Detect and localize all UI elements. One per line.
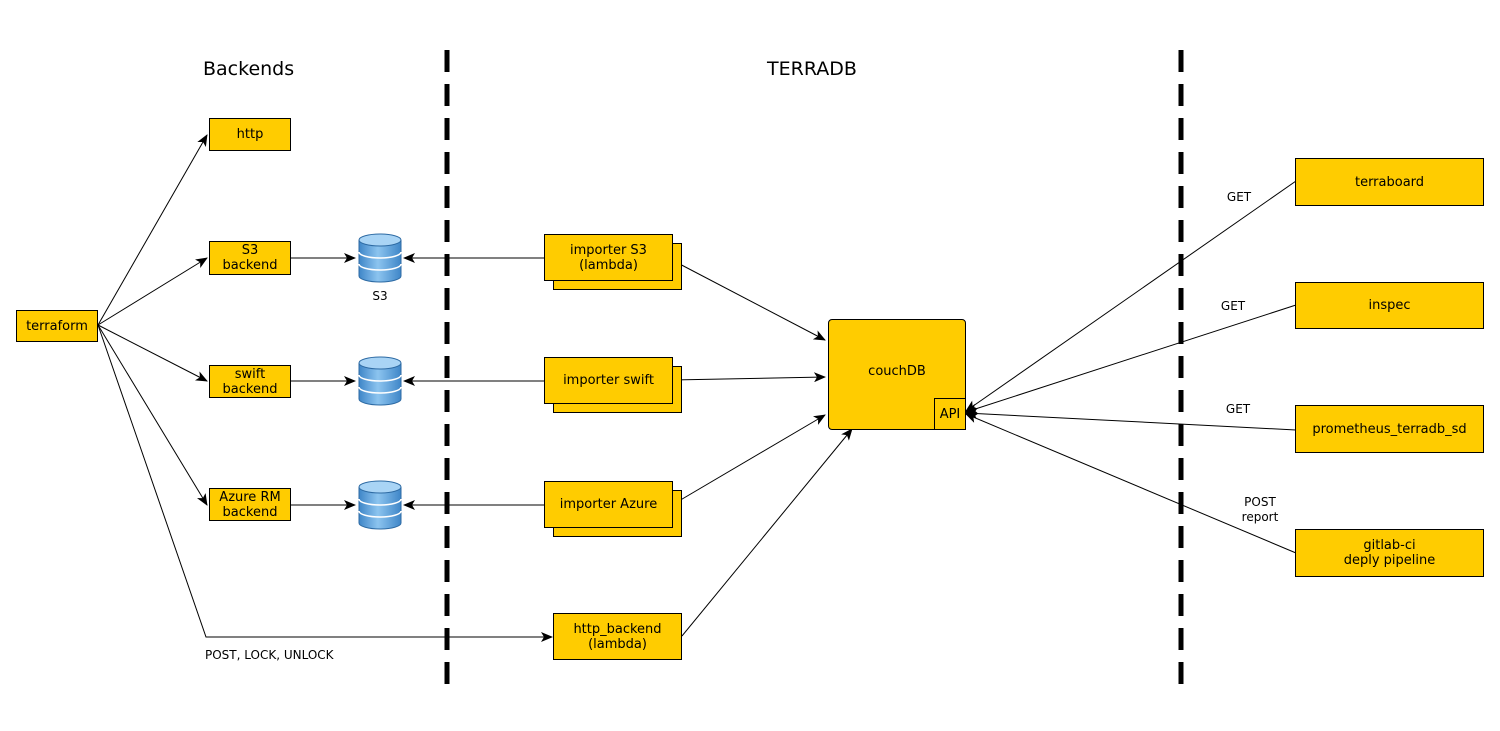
node-s3-backend[interactable]: S3 backend <box>209 241 291 275</box>
database-icon <box>358 356 402 406</box>
node-importer-azure[interactable]: importer Azure <box>544 481 673 528</box>
edge-label-get-inspec: GET <box>1220 299 1246 313</box>
header-backends: Backends <box>203 58 295 80</box>
edge-importer-s3-couch <box>671 259 826 341</box>
edge-terraform-http-backend <box>97 324 553 642</box>
edge-terraform-s3 <box>97 257 208 326</box>
node-importer-s3[interactable]: importer S3 (lambda) <box>544 234 673 281</box>
node-gitlab[interactable]: gitlab-ci deply pipeline <box>1295 529 1484 577</box>
edge-importer-swift-couch <box>671 372 826 383</box>
node-azure-backend[interactable]: Azure RM backend <box>209 488 291 521</box>
node-http[interactable]: http <box>209 118 291 151</box>
edge-inspec-api <box>965 304 1297 414</box>
node-api[interactable]: API <box>934 398 966 430</box>
node-prometheus[interactable]: prometheus_terradb_sd <box>1295 405 1484 453</box>
header-terradb: TERRADB <box>767 58 857 80</box>
node-terraboard[interactable]: terraboard <box>1295 158 1484 206</box>
edge-label-get-terraboard: GET <box>1226 190 1252 204</box>
couchdb-label: couchDB <box>868 364 926 379</box>
node-importer-swift[interactable]: importer swift <box>544 357 673 404</box>
node-swift-backend[interactable]: swift backend <box>209 365 291 398</box>
edge-label-post-report: POST report <box>1241 495 1279 524</box>
edge-terraform-http <box>97 134 208 326</box>
node-couchdb[interactable]: couchDB API <box>828 319 966 430</box>
edge-terraform-azure <box>97 324 208 506</box>
edge-terraboard-api <box>965 180 1297 412</box>
node-inspec[interactable]: inspec <box>1295 282 1484 329</box>
node-terraform[interactable]: terraform <box>16 310 98 342</box>
node-http-backend[interactable]: http_backend (lambda) <box>553 613 682 660</box>
database-label-s3: S3 <box>372 289 388 303</box>
database-icon <box>358 480 402 530</box>
database-icon <box>358 233 402 283</box>
edge-gitlab-api <box>965 413 1297 554</box>
edge-prometheus-api <box>965 408 1297 431</box>
edge-http-backend-couch <box>681 428 853 637</box>
edge-terraform-swift <box>97 324 208 382</box>
edge-importer-azure-couch <box>671 414 826 506</box>
edge-label-post-lock-unlock: POST, LOCK, UNLOCK <box>205 648 334 662</box>
edge-label-get-prometheus: GET <box>1225 402 1251 416</box>
